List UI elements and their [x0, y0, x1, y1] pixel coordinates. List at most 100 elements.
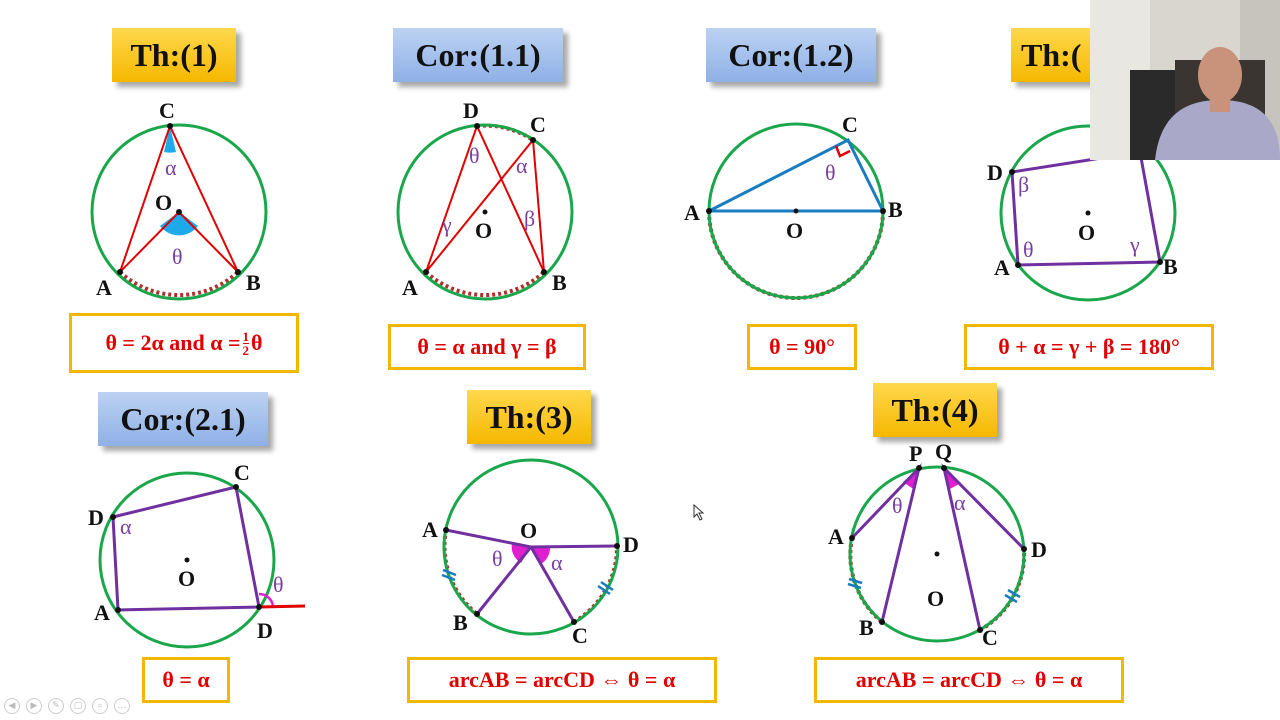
copy-icon[interactable]: ▢ [70, 698, 86, 714]
label-B: B [453, 610, 468, 635]
lines-th4-p [850, 462, 922, 623]
point [1021, 546, 1027, 552]
lines-th1-center [119, 210, 239, 273]
point [110, 514, 116, 520]
tick-mark [1004, 593, 1018, 604]
tick-mark [442, 568, 457, 577]
label-O: O [520, 518, 537, 543]
label-gamma: γ [1129, 232, 1140, 257]
quadrilateral-abcd [111, 485, 261, 612]
point [256, 604, 262, 610]
label-alpha: α [516, 153, 528, 178]
zoom-icon[interactable]: ⌕ [92, 698, 108, 714]
point [235, 269, 241, 275]
point [443, 527, 449, 533]
point [474, 123, 480, 129]
label-A: A [684, 200, 700, 225]
circle-cor12 [707, 122, 885, 300]
tick-mark [441, 573, 456, 582]
point [423, 269, 429, 275]
label-B: B [552, 270, 567, 295]
angle-alpha-fill [164, 126, 176, 153]
circle-th1 [90, 123, 268, 301]
lines-th3-ab [445, 528, 534, 615]
label-beta: β [524, 206, 535, 231]
label-C: C [572, 623, 588, 648]
arc-ab [442, 529, 479, 616]
label-D: D [623, 532, 639, 557]
lines-th1 [119, 123, 239, 273]
presenter-video [1090, 0, 1280, 160]
triangle-abc [708, 137, 886, 213]
label-alpha: α [551, 550, 563, 575]
next-icon[interactable]: ▶ [26, 698, 42, 714]
label-D: D [88, 505, 104, 530]
arc-top [476, 123, 535, 142]
arc-ab-lower [707, 210, 885, 300]
label-C: C [234, 460, 250, 485]
point [1009, 169, 1015, 175]
label-A: A [94, 600, 110, 625]
quadrilateral-abcd [1010, 150, 1162, 267]
lines-cor11-c [425, 137, 545, 273]
label-O: O [178, 566, 195, 591]
formula-th1-text: θ = 2α and α = [105, 330, 241, 355]
label-gamma: γ [441, 212, 452, 237]
angle-alpha-fill [944, 468, 961, 490]
title-th4: Th:(4) [873, 383, 997, 437]
label-O: O [927, 586, 944, 611]
point [614, 543, 620, 549]
label-beta: β [1018, 172, 1029, 197]
point [482, 209, 488, 215]
circle-th4 [848, 465, 1026, 643]
label-B: B [888, 197, 903, 222]
label-D: D [1031, 537, 1047, 562]
label-alpha: α [120, 514, 132, 539]
point [115, 607, 121, 613]
point [541, 269, 547, 275]
tick-mark [597, 584, 611, 596]
title-cor21: Cor:(2.1) [98, 392, 268, 446]
point [233, 484, 239, 490]
circle-cor11 [396, 123, 574, 301]
angle-theta-fill [903, 468, 919, 490]
point [880, 208, 886, 214]
point [977, 627, 983, 633]
more-icon[interactable]: … [114, 698, 130, 714]
title-th2: Th:( [1011, 28, 1101, 82]
label-A: A [828, 524, 844, 549]
fraction-den: 2 [242, 342, 250, 358]
point [117, 269, 123, 275]
diagram-cor12: C A B O θ [684, 112, 903, 300]
label-theta: θ [825, 160, 836, 185]
angle-theta-fill [160, 212, 198, 236]
label-theta: θ [273, 572, 284, 597]
label-alpha: α [954, 490, 966, 515]
label-C: C [842, 112, 858, 137]
lines-th3-cd [528, 544, 618, 623]
label-A: A [402, 275, 418, 300]
point [793, 208, 799, 214]
point [474, 611, 480, 617]
pen-icon[interactable]: ✎ [48, 698, 64, 714]
label-theta: θ [1023, 237, 1034, 262]
tick-mark [1007, 588, 1021, 599]
label-D: D [463, 98, 479, 123]
label-theta: θ [492, 546, 503, 571]
label-C: C [982, 625, 998, 650]
point [184, 557, 190, 563]
label-Q: Q [935, 439, 952, 464]
label-D: D [987, 160, 1003, 185]
prev-icon[interactable]: ◀ [4, 698, 20, 714]
lines-cor11-d [425, 123, 545, 273]
arc-cd [979, 548, 1027, 632]
point [176, 209, 182, 215]
right-angle-mark [834, 145, 851, 158]
tick-mark [847, 582, 862, 590]
label-theta: θ [469, 143, 480, 168]
formula-th2: θ + α = γ + β = 180° [964, 324, 1214, 370]
point [167, 123, 173, 129]
fraction-num: 1 [242, 328, 250, 344]
extension-line [258, 604, 306, 609]
point [941, 465, 947, 471]
